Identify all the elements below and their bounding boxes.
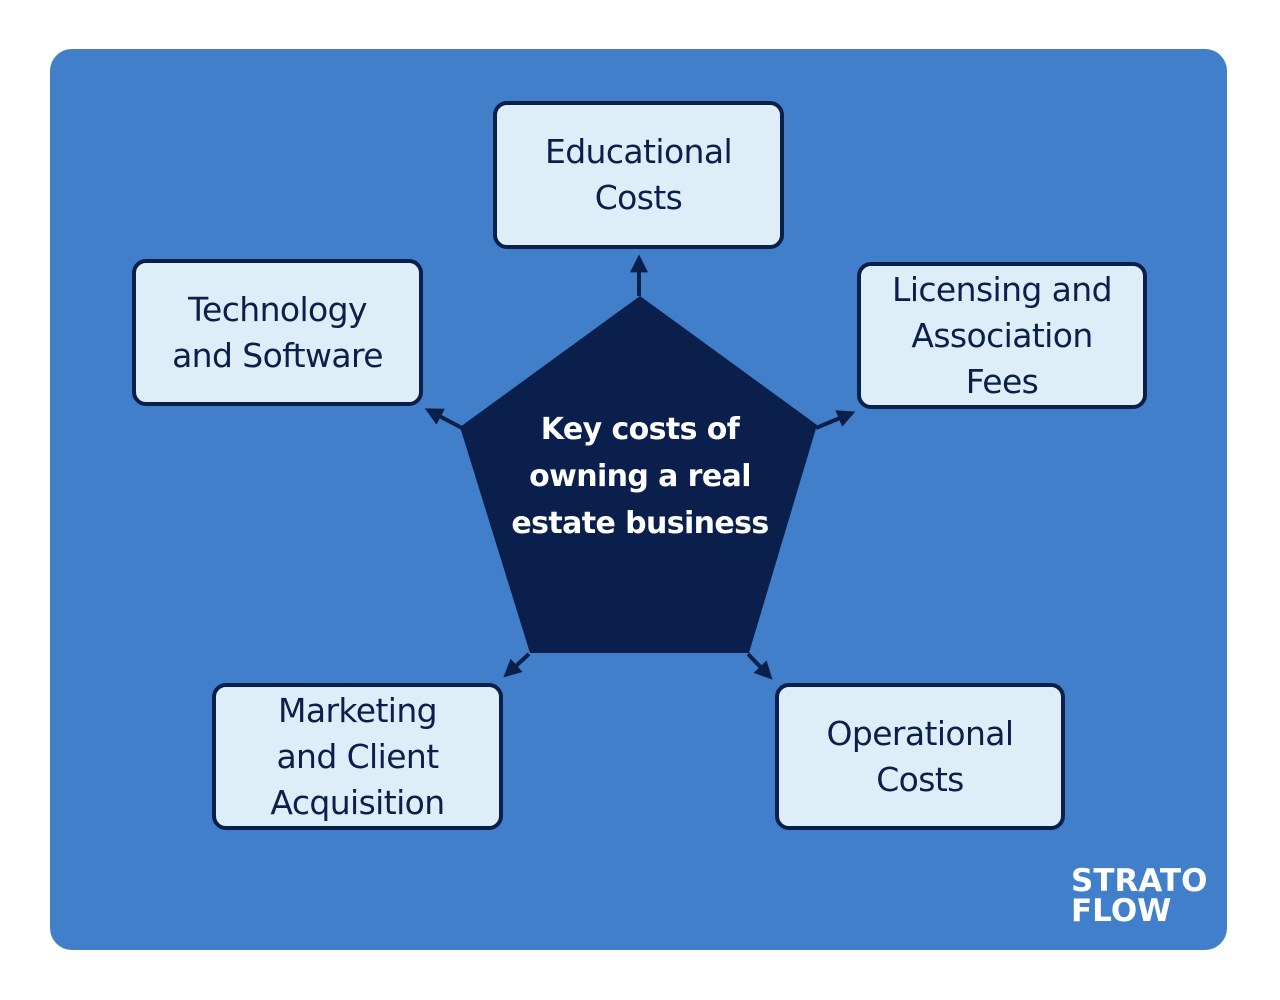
node-label-line: Operational [826, 713, 1014, 753]
node-licensing-and-association-fees: Licensing and Association Fees [857, 262, 1147, 409]
node-operational-costs: Operational Costs [775, 683, 1065, 830]
node-marketing-and-client-acquisition: Marketing and Client Acquisition [212, 683, 503, 830]
node-label-line: Licensing and [892, 269, 1113, 309]
node-label-line: Costs [594, 178, 683, 217]
node-label-line: and Client [276, 736, 439, 776]
center-label-line: estate business [511, 506, 769, 541]
node-technology-and-software: Technology and Software [132, 259, 423, 406]
arrow-to-licensing [815, 410, 856, 430]
node-label-line: Acquisition [270, 782, 445, 822]
arrow-to-operational [746, 652, 773, 680]
center-label-line: owning a real [529, 459, 751, 494]
logo-line: STRATO [1071, 863, 1208, 899]
center-pentagon [460, 296, 817, 653]
node-label-line: Association [911, 315, 1093, 355]
node-label-line: and Software [172, 335, 383, 375]
strato-flow-logo: STRATO FLOW [1071, 863, 1208, 929]
node-label-line: Marketing [277, 690, 438, 730]
node-educational-costs: Educational Costs [493, 101, 784, 249]
node-label-line: Technology [188, 289, 367, 329]
center-label: Key costs of owning a real estate busine… [490, 406, 790, 547]
node-label-line: Fees [965, 361, 1039, 401]
logo-line: FLOW [1071, 893, 1172, 929]
node-label-line: Educational [544, 132, 733, 171]
arrow-to-marketing [503, 652, 531, 678]
node-label-line: Costs [876, 759, 964, 799]
center-label-line: Key costs of [540, 412, 740, 447]
arrow-to-technology [424, 408, 463, 430]
